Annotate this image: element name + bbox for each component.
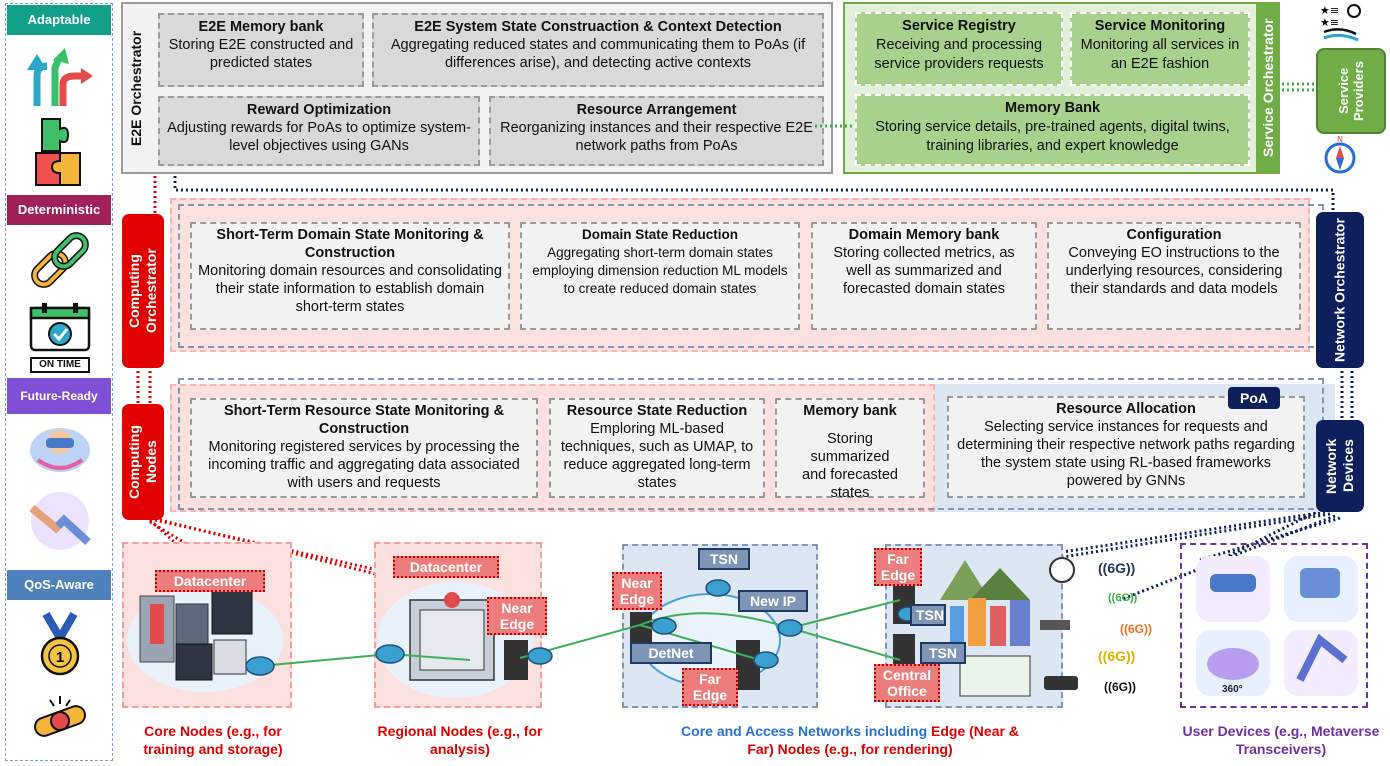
6g-signal-3: ((6G)) <box>1120 622 1152 636</box>
angle-label: 360° <box>1222 684 1243 695</box>
medal-icon: 1 <box>40 612 80 676</box>
regional-nodes-caption: Regional Nodes (e.g., for analysis) <box>377 723 543 757</box>
sidebar <box>5 3 113 761</box>
user-devices-region <box>1180 543 1368 708</box>
short-term-resource-state: Short-Term Resource State Monitoring & C… <box>190 398 538 498</box>
vr-headset-icon <box>30 428 90 472</box>
svg-text:★≡: ★≡ <box>1320 16 1339 29</box>
6g-signal-2: ((6G)) <box>1108 592 1138 604</box>
core-nodes-caption: Core Nodes (e.g., for training and stora… <box>143 723 283 757</box>
certificate-icon <box>34 696 86 737</box>
attr-future-ready: Future-Ready <box>7 378 111 414</box>
short-term-domain-state: Short-Term Domain State Monitoring & Con… <box>190 222 510 330</box>
6g-signal-5: ((6G)) <box>1104 680 1136 694</box>
attr-deterministic: Deterministic <box>7 195 111 225</box>
datacenter-tag-regional: Datacenter <box>393 556 499 578</box>
attr-adaptable: Adaptable <box>7 5 111 35</box>
datacenter-tag-core: Datacenter <box>155 570 265 592</box>
svg-text:★≡: ★≡ <box>1320 4 1339 17</box>
6g-signal-4: ((6G)) <box>1098 648 1136 664</box>
calendar-icon: ON TIME <box>28 302 92 373</box>
branching-arrows-icon <box>27 48 93 106</box>
svg-text:N: N <box>1337 135 1343 144</box>
central-office-tag: Central Office <box>874 664 940 702</box>
tsn-tag-1: TSN <box>698 548 750 570</box>
robot-handshake-icon <box>29 492 91 550</box>
chain-link-icon <box>31 232 89 288</box>
6g-signal-1: ((6G)) <box>1098 560 1136 576</box>
svg-text:1: 1 <box>56 649 64 666</box>
new-ip-tag: New IP <box>738 590 808 612</box>
e2e-state-construction: E2E System State Construaction & Context… <box>372 13 824 87</box>
detnet-tag: DetNet <box>630 642 712 664</box>
near-edge-tag-access: Near Edge <box>612 572 662 610</box>
user-devices-caption: User Devices (e.g., Metaverse Transceive… <box>1182 723 1380 757</box>
poa-badge: PoA <box>1228 387 1280 409</box>
far-edge-tag-access: Far Edge <box>682 668 738 706</box>
compass-icon: N <box>1324 135 1356 174</box>
far-edge-tag-edge: Far Edge <box>874 548 922 586</box>
near-edge-tag-regional: Near Edge <box>487 597 547 635</box>
on-time-label: ON TIME <box>30 357 90 373</box>
puzzle-icon <box>35 118 81 186</box>
tsn-tag-2: TSN <box>910 604 946 626</box>
attr-qos-aware: QoS-Aware <box>7 570 111 600</box>
access-networks-caption: Core and Access Networks including Edge … <box>681 723 1019 757</box>
tsn-tag-3: TSN <box>920 642 966 664</box>
rating-gear-icon: ★≡ ★≡ <box>1320 4 1361 42</box>
